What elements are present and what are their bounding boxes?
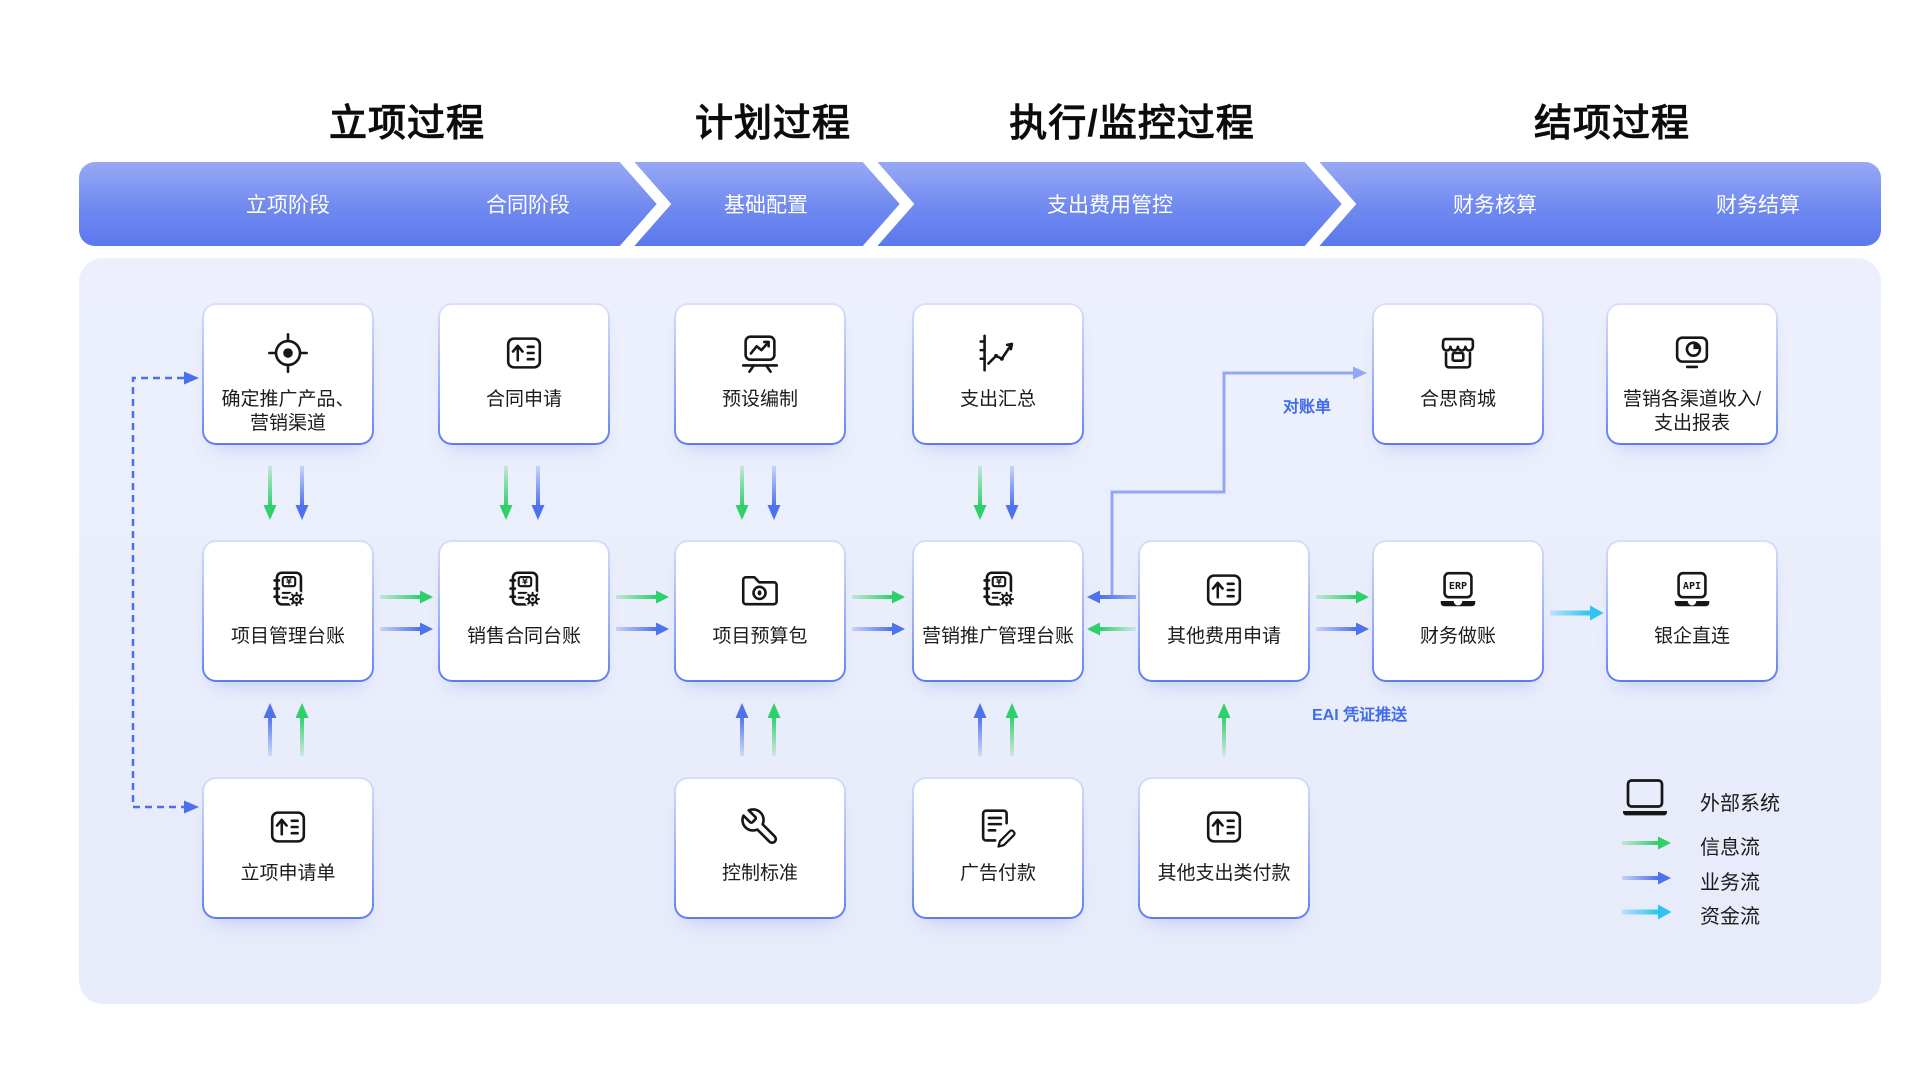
ledger-gear-icon: ¥ [265,566,311,614]
node-label: 合同申请 [485,389,562,410]
laptop-api-icon: API [1669,566,1715,614]
laptop-erp-icon: ERP [1435,566,1481,614]
monitor-pie-icon [1669,329,1715,377]
target-icon [265,329,311,377]
node-label: 营销各渠道收入/ 支出报表 [1622,389,1762,434]
node-other-expense-apply: 其他费用申请 [1138,540,1310,682]
node-label: 支出汇总 [959,389,1036,410]
legend-external-system: 外部系统 [1700,793,1780,815]
expense-chart-icon [975,329,1021,377]
node-finance-accounting: ERP 财务做账 [1372,540,1544,682]
store-icon [1435,329,1481,377]
node-label: 预设编制 [721,389,798,410]
node-label: 其他支出类付款 [1157,863,1291,884]
node-label: 广告付款 [959,863,1036,884]
edge-label-statement: 对账单 [1282,399,1332,416]
stage-initiation: 立项阶段 [246,194,330,217]
node-label: 项目预算包 [712,626,808,647]
stage-finance-settlement: 财务结算 [1716,194,1800,217]
node-label: 项目管理台账 [230,626,345,647]
upload-form-icon [1201,803,1247,851]
legend-business-flow: 业务流 [1700,872,1760,894]
node-label: 财务做账 [1419,626,1496,647]
wrench-icon [737,803,783,851]
phase-title-initiation: 立项过程 [328,103,486,145]
stage-finance-accounting: 财务核算 [1453,194,1537,217]
chevron-separators [619,162,1357,246]
node-budget-package: 项目预算包 [674,540,846,682]
ledger-gear-icon: ¥ [501,566,547,614]
node-marketing-ledger: ¥ 营销推广管理台账 [912,540,1084,682]
node-project-request: 立项申请单 [202,777,374,919]
laptop-icon [1620,777,1670,826]
node-label: 确定推广产品、 营销渠道 [221,389,355,434]
budget-folder-icon [737,566,783,614]
node-label: 合思商城 [1419,389,1496,410]
document-pen-icon [975,803,1021,851]
node-label: 其他费用申请 [1166,626,1281,647]
node-label: 控制标准 [721,863,798,884]
stage-basic-config: 基础配置 [724,194,808,217]
legend-funds-flow: 资金流 [1700,906,1760,928]
phase-title-execution: 执行/监控过程 [1009,103,1255,145]
stage-contract: 合同阶段 [486,194,570,217]
legend-info-flow: 信息流 [1700,837,1760,859]
upload-form-icon [265,803,311,851]
upload-form-icon [1201,566,1247,614]
svg-text:¥: ¥ [522,576,528,586]
node-project-ledger: ¥ 项目管理台账 [202,540,374,682]
node-preset: 预设编制 [674,303,846,445]
phase-title-closing: 结项过程 [1533,103,1691,145]
svg-text:¥: ¥ [996,576,1002,586]
node-expense-summary: 支出汇总 [912,303,1084,445]
node-label: 银企直连 [1653,626,1730,647]
node-label: 营销推广管理台账 [921,626,1074,647]
presentation-chart-icon [737,329,783,377]
stage-banner: 立项阶段 合同阶段 基础配置 支出费用管控 财务核算 财务结算 [79,162,1881,246]
stage-expense-control: 支出费用管控 [1047,194,1173,217]
node-channel-report: 营销各渠道收入/ 支出报表 [1606,303,1778,445]
node-target-products: 确定推广产品、 营销渠道 [202,303,374,445]
node-hesi-mall: 合思商城 [1372,303,1544,445]
node-label: 立项申请单 [240,863,336,884]
edge-label-eai: EAI 凭证推送 [1312,707,1408,724]
node-sales-contract-ledger: ¥ 销售合同台账 [438,540,610,682]
svg-text:¥: ¥ [286,576,292,586]
node-other-payment: 其他支出类付款 [1138,777,1310,919]
phase-title-planning: 计划过程 [694,103,852,145]
api-label: API [1683,581,1701,592]
upload-form-icon [501,329,547,377]
ledger-gear-icon: ¥ [975,566,1021,614]
node-label: 销售合同台账 [466,626,581,647]
node-contract-apply: 合同申请 [438,303,610,445]
node-ad-payment: 广告付款 [912,777,1084,919]
erp-label: ERP [1449,581,1467,592]
node-control-standard: 控制标准 [674,777,846,919]
node-bank-direct: API 银企直连 [1606,540,1778,682]
